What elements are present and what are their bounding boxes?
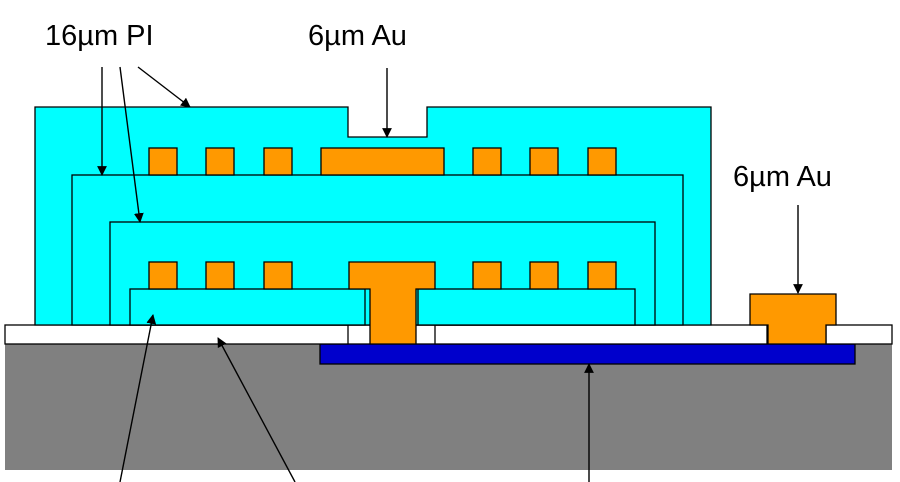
substrate — [5, 344, 892, 470]
gold-pad — [205, 261, 235, 290]
polyimide-inner-left — [129, 288, 366, 326]
gold-pad — [263, 261, 293, 290]
upper-gold-pads — [148, 147, 617, 176]
gold-pad — [587, 147, 617, 176]
buried-conductor — [319, 343, 856, 365]
gold-pad — [148, 147, 178, 176]
gold-pad — [472, 147, 502, 176]
gold-pad — [529, 147, 559, 176]
gold-pad — [472, 261, 502, 290]
au-top-label: 6µm Au — [308, 20, 407, 52]
oxide-layer-middle — [434, 324, 768, 345]
gold-right-pad — [749, 293, 837, 345]
gold-via — [348, 261, 436, 345]
arrow-pi-outer — [137, 66, 191, 108]
gold-top-contact — [320, 147, 445, 176]
oxide-layer-right — [825, 324, 893, 345]
gold-pad — [587, 261, 617, 290]
au-right-label: 6µm Au — [733, 161, 832, 193]
gold-pad — [529, 261, 559, 290]
gold-pad — [263, 147, 293, 176]
arrow-inner-polyimide — [119, 314, 157, 482]
gold-pad — [148, 261, 178, 290]
arrow-oxide — [217, 337, 296, 482]
pi-label: 16µm PI — [45, 20, 154, 52]
lower-gold-pads — [148, 261, 617, 290]
gold-pad — [205, 147, 235, 176]
arrow-pi-third — [119, 66, 144, 223]
polyimide-inner-right — [417, 288, 636, 326]
oxide-layer-left — [4, 324, 349, 345]
